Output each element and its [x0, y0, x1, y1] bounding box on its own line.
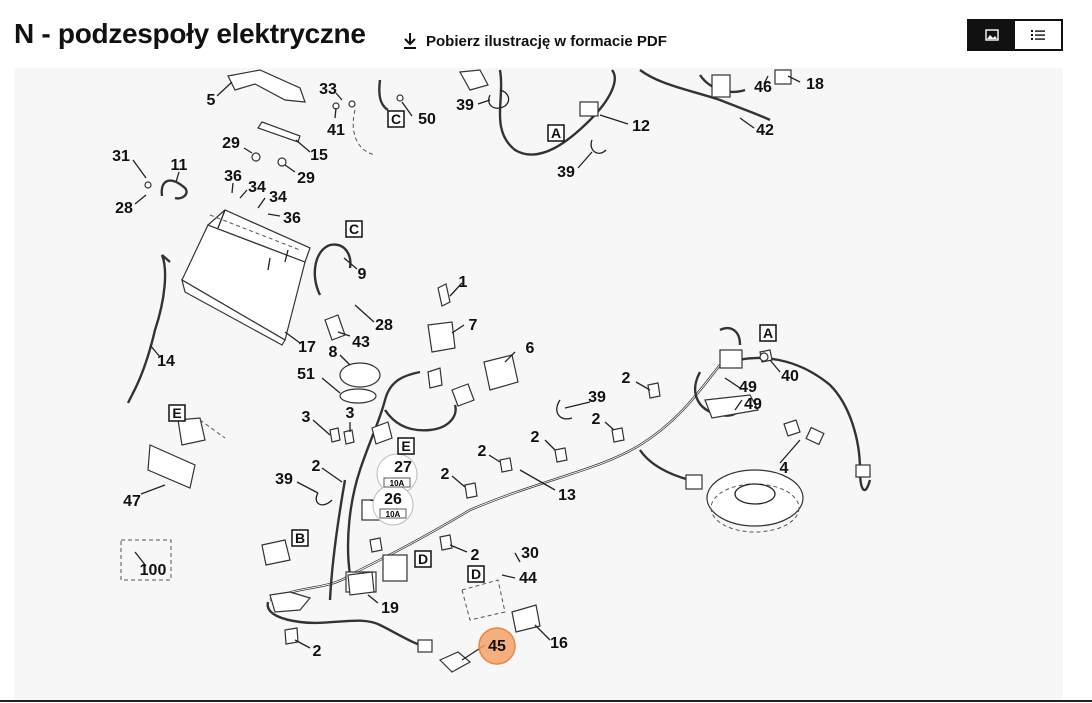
ref-box-A[interactable]: A	[763, 325, 773, 341]
callout-34[interactable]: 34	[248, 179, 266, 196]
upper-harness	[459, 69, 792, 156]
callout-49[interactable]: 49	[744, 396, 762, 413]
callout-2[interactable]: 2	[441, 466, 450, 483]
leader-lines	[132, 75, 801, 661]
callout-100[interactable]: 100	[140, 562, 167, 579]
callout-34[interactable]: 34	[269, 189, 287, 206]
callout-14[interactable]: 14	[157, 353, 175, 370]
callout-13[interactable]: 13	[558, 487, 576, 504]
view-toggle	[967, 19, 1063, 51]
callout-27[interactable]: 27	[394, 459, 412, 476]
callout-29[interactable]: 29	[222, 135, 240, 152]
list-view-button[interactable]	[1015, 21, 1061, 49]
callout-1[interactable]: 1	[459, 274, 468, 291]
callout-36[interactable]: 36	[283, 210, 301, 227]
callout-29[interactable]: 29	[297, 170, 315, 187]
reference-boxes: C A C A E E B D D	[168, 110, 777, 583]
callout-50[interactable]: 50	[418, 111, 436, 128]
callout-36[interactable]: 36	[224, 168, 242, 185]
fuse-rating-27: 10A	[390, 479, 405, 488]
callout-2[interactable]: 2	[592, 411, 601, 428]
callout-43[interactable]: 43	[352, 334, 370, 351]
callout-3[interactable]: 3	[346, 405, 355, 422]
download-pdf-label: Pobierz ilustrację w formacie PDF	[426, 32, 667, 50]
callout-49[interactable]: 49	[739, 379, 757, 396]
callout-39[interactable]: 39	[557, 164, 575, 181]
ref-box-C[interactable]: C	[349, 221, 359, 237]
callout-46[interactable]: 46	[754, 79, 772, 96]
image-icon	[985, 29, 999, 41]
callout-2[interactable]: 2	[471, 547, 480, 564]
callout-16[interactable]: 16	[550, 635, 568, 652]
callout-6[interactable]: 6	[526, 340, 535, 357]
ref-box-D[interactable]: D	[418, 551, 428, 567]
part-callouts: 5 33 41 50 39 12 46 18 42 39 29 15 29 31…	[112, 76, 824, 660]
callout-9[interactable]: 9	[358, 266, 367, 283]
ref-box-C[interactable]: C	[391, 111, 401, 127]
ref-box-A[interactable]: A	[551, 125, 561, 141]
callout-2[interactable]: 2	[622, 370, 631, 387]
motor	[706, 469, 804, 533]
page-title: N - podzespoły elektryczne	[14, 18, 366, 49]
callout-3[interactable]: 3	[302, 409, 311, 426]
callout-45-highlighted[interactable]: 45	[488, 638, 506, 655]
callout-41[interactable]: 41	[327, 122, 345, 139]
callout-28[interactable]: 28	[115, 200, 133, 217]
callout-11[interactable]: 11	[171, 157, 188, 174]
callout-44[interactable]: 44	[519, 570, 537, 587]
callout-7[interactable]: 7	[469, 317, 478, 334]
callout-26[interactable]: 26	[384, 491, 402, 508]
callout-39[interactable]: 39	[588, 389, 606, 406]
callout-51[interactable]: 51	[297, 366, 315, 383]
download-pdf-link[interactable]: Pobierz ilustrację w formacie PDF	[402, 32, 667, 50]
callout-19[interactable]: 19	[381, 600, 399, 617]
image-view-button[interactable]	[969, 21, 1015, 49]
callout-4[interactable]: 4	[780, 460, 789, 477]
callout-39[interactable]: 39	[456, 97, 474, 114]
callout-2[interactable]: 2	[531, 429, 540, 446]
callout-2[interactable]: 2	[312, 458, 321, 475]
callout-8[interactable]: 8	[329, 344, 338, 361]
callout-15[interactable]: 15	[310, 147, 328, 164]
ref-box-D[interactable]: D	[471, 566, 481, 582]
callout-40[interactable]: 40	[781, 368, 799, 385]
callout-42[interactable]: 42	[756, 122, 774, 139]
callout-31[interactable]: 31	[112, 148, 130, 165]
bracket	[227, 69, 306, 103]
highlight-circle-45	[478, 627, 516, 665]
callout-33[interactable]: 33	[319, 81, 337, 98]
callout-2[interactable]: 2	[313, 643, 322, 660]
list-icon	[1031, 30, 1045, 40]
ref-box-B[interactable]: B	[295, 530, 305, 546]
battery	[181, 209, 311, 346]
callout-39[interactable]: 39	[275, 471, 293, 488]
callout-17[interactable]: 17	[298, 339, 316, 356]
bottom-divider	[0, 700, 1092, 702]
ref-box-E[interactable]: E	[172, 405, 181, 421]
fuse-rating-26: 10A	[386, 510, 401, 519]
parts-diagram-canvas: 10A 10A C A C A E E B D D 5 33 41 50 39 …	[14, 68, 1063, 700]
ref-box-E[interactable]: E	[401, 438, 410, 454]
parts-diagram: 10A 10A C A C A E E B D D 5 33 41 50 39 …	[112, 69, 872, 673]
callout-28[interactable]: 28	[375, 317, 393, 334]
callout-30[interactable]: 30	[521, 545, 539, 562]
callout-2[interactable]: 2	[478, 443, 487, 460]
callout-47[interactable]: 47	[123, 493, 141, 510]
callout-18[interactable]: 18	[806, 76, 824, 93]
download-icon	[404, 33, 416, 49]
rod	[130, 254, 167, 396]
callout-5[interactable]: 5	[207, 92, 216, 109]
callout-12[interactable]: 12	[632, 118, 650, 135]
